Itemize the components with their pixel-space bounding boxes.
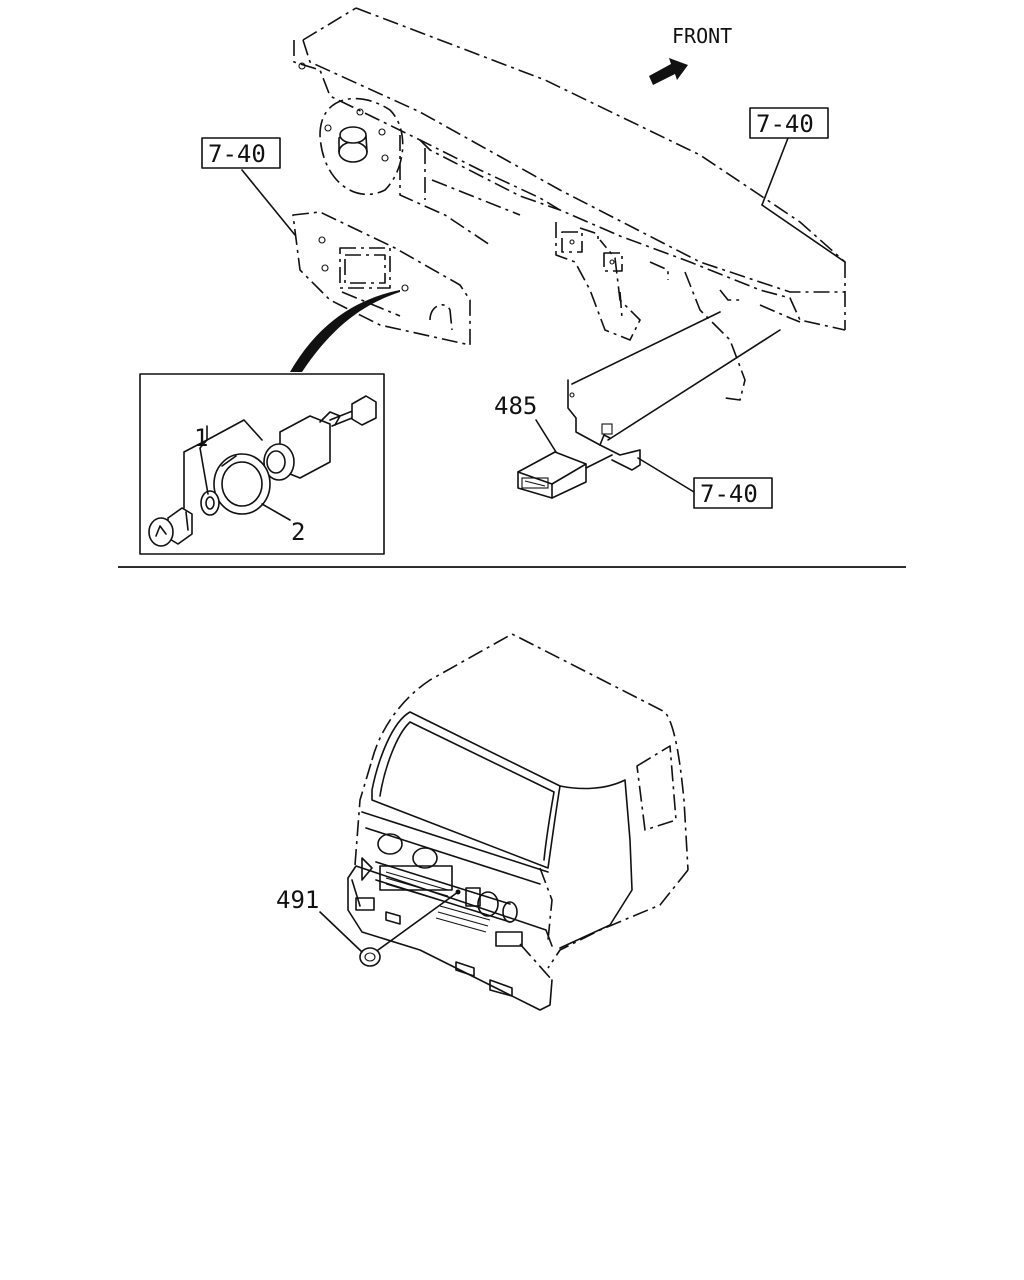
dashboard-bracket — [555, 222, 801, 401]
mount-point — [455, 889, 461, 895]
ref-label-bottom: 7-40 — [700, 480, 758, 508]
leader-491-to-grille — [377, 891, 459, 951]
switch-body — [263, 395, 377, 481]
leader-ref-right — [761, 137, 789, 206]
connector-485 — [585, 454, 613, 469]
leader-ref-left — [241, 169, 296, 236]
leader-491 — [319, 911, 363, 953]
leader-ref-bottom — [637, 457, 695, 493]
bezel-ring — [213, 453, 271, 515]
callout-485: 485 — [494, 392, 537, 420]
leader-1 — [206, 419, 263, 441]
ref-label-left: 7-40 — [208, 140, 266, 168]
leader-485 — [535, 419, 557, 453]
front-label: FRONT — [672, 24, 732, 48]
gauge-cluster — [319, 97, 404, 196]
dashboard-panel — [293, 7, 846, 331]
retaining-nut — [200, 490, 220, 516]
ref-box-bottom: 7-40 — [693, 477, 773, 509]
instrument-bezel — [292, 211, 471, 346]
leader-2 — [261, 503, 291, 521]
truck-cab — [347, 633, 689, 1011]
switch-knob — [148, 507, 193, 547]
ref-box-right: 7-40 — [749, 107, 829, 139]
control-unit-485 — [517, 451, 587, 499]
callout-2: 2 — [291, 518, 305, 546]
module-bracket — [567, 311, 781, 471]
detail-pointer — [290, 290, 400, 372]
emblem-491 — [359, 947, 381, 967]
detail-view: 1 2 — [139, 373, 385, 555]
leader-1-knob — [183, 439, 208, 509]
front-arrow-icon — [649, 58, 688, 85]
callout-1: 1 — [194, 424, 208, 452]
ref-box-left: 7-40 — [201, 137, 281, 169]
ref-label-right: 7-40 — [756, 110, 814, 138]
callout-491: 491 — [276, 886, 319, 914]
leader-1-nut — [199, 439, 209, 495]
